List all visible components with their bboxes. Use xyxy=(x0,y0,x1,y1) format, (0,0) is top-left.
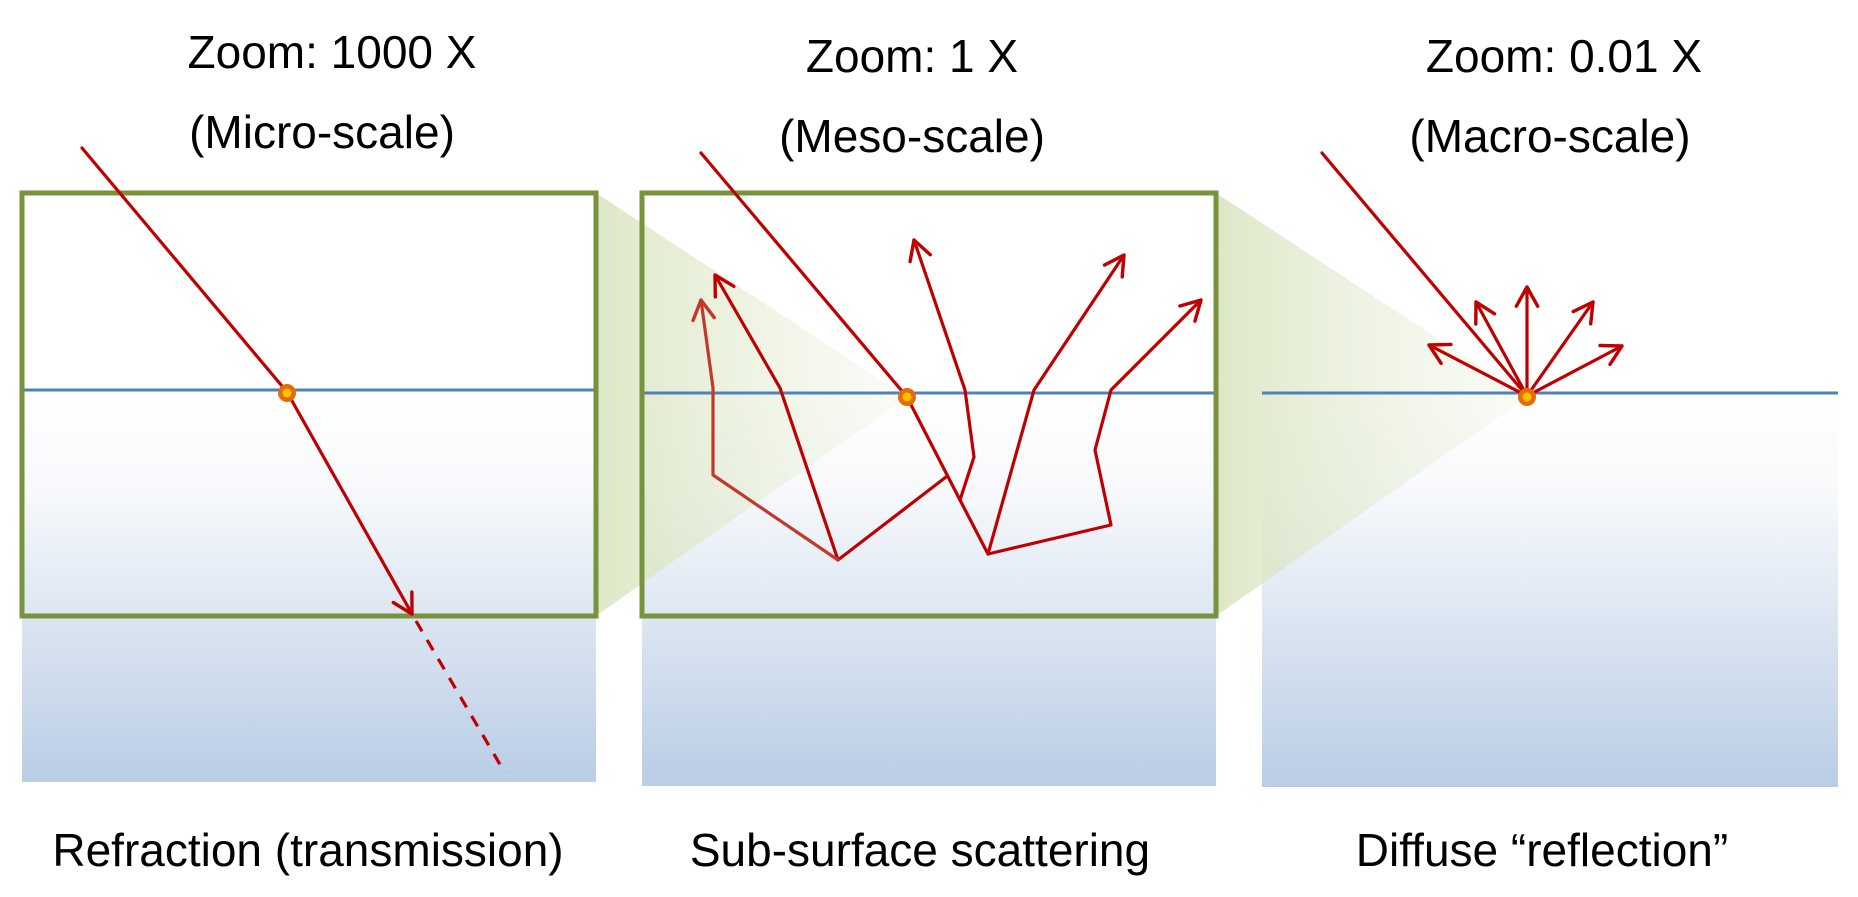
zoom-cone-micro-to-meso xyxy=(596,193,907,616)
macro-reflected-ray-up-left xyxy=(1474,300,1529,398)
micro-rays xyxy=(80,146,507,774)
meso-path-left-bounce xyxy=(713,273,948,562)
meso-zoom-label: Zoom: 1 X xyxy=(806,30,1018,82)
micro-zoom-frame xyxy=(19,190,599,619)
meso-incident-ray xyxy=(699,151,909,399)
meso-scale-label: (Meso-scale) xyxy=(779,110,1045,162)
meso-interaction-point-core xyxy=(902,392,912,402)
meso-path-far-left xyxy=(691,298,840,562)
macro-zoom-label: Zoom: 0.01 X xyxy=(1426,30,1702,82)
micro-incident-ray xyxy=(80,146,289,394)
micro-upper xyxy=(22,193,596,393)
macro-reflected-ray-up-right xyxy=(1525,300,1595,398)
macro-caption: Diffuse “reflection” xyxy=(1356,824,1728,876)
meso-path-center xyxy=(908,238,976,502)
macro-incident-ray xyxy=(1320,151,1529,398)
micro-transmitted-continuation xyxy=(414,620,507,774)
micro-scale-label: (Micro-scale) xyxy=(189,106,455,158)
micro-medium xyxy=(22,393,596,782)
micro-caption: Refraction (transmission) xyxy=(52,824,563,876)
meso-zoom-frame xyxy=(639,190,1219,619)
micro-refracted-ray xyxy=(285,390,414,616)
meso-rays xyxy=(691,151,1203,562)
micro-zoom-label: Zoom: 1000 X xyxy=(188,26,477,78)
macro-rays xyxy=(1320,151,1624,406)
macro-interaction-point-core xyxy=(1522,392,1532,402)
meso-path-right xyxy=(986,298,1203,556)
macro-reflected-ray-right xyxy=(1525,343,1624,398)
macro-reflected-ray-left xyxy=(1427,342,1529,398)
zoom-cone-meso-to-macro xyxy=(1216,193,1527,616)
meso-caption: Sub-surface scattering xyxy=(690,824,1150,876)
micro-interaction-point-core xyxy=(282,388,292,398)
macro-scale-label: (Macro-scale) xyxy=(1409,110,1690,162)
